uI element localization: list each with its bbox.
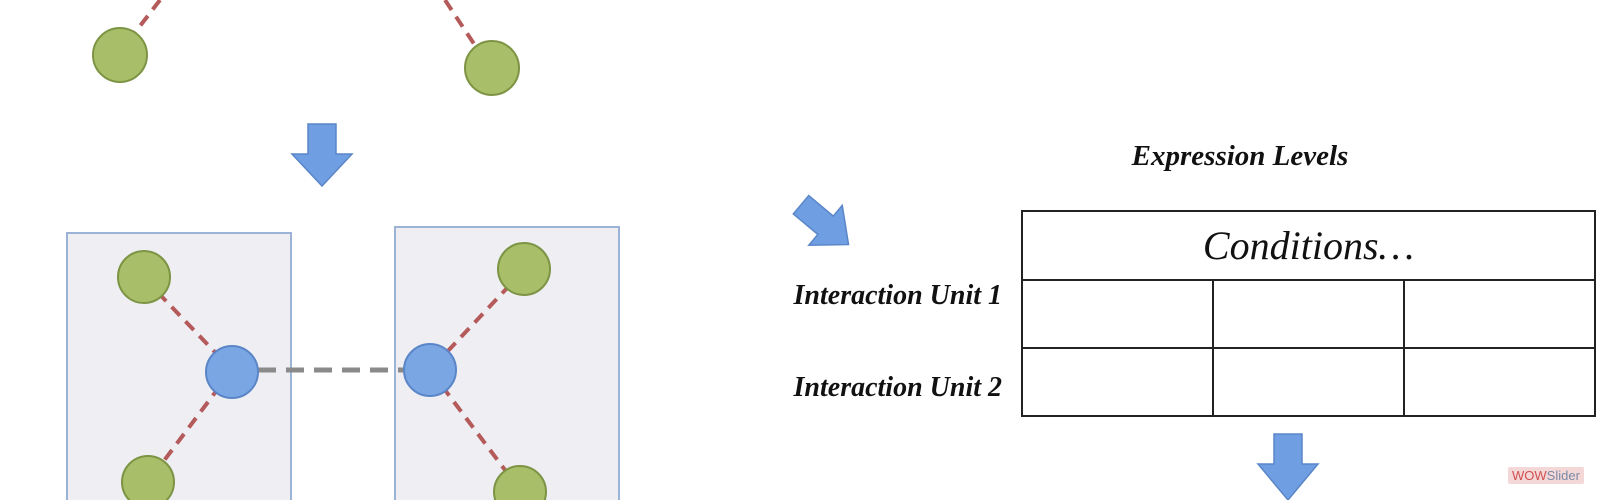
- down-arrow-icon: [290, 123, 354, 188]
- node-right-upper: [497, 242, 551, 296]
- table-cell: [1021, 347, 1214, 417]
- down-arrow-icon-right: [1256, 433, 1320, 500]
- watermark-part-2: Slider: [1546, 468, 1580, 483]
- table-cell: [1211, 279, 1405, 349]
- table-row: [1021, 347, 1597, 417]
- table-cell: [1021, 279, 1214, 349]
- watermark-part-1: WOW: [1512, 468, 1547, 483]
- row-label-interaction-unit-1: Interaction Unit 1: [793, 280, 1002, 311]
- wowslider-watermark: WOWSlider: [1508, 467, 1584, 484]
- table-row: [1021, 279, 1597, 349]
- node-top-left: [92, 27, 148, 83]
- conditions-header: Conditions…: [1021, 210, 1596, 281]
- row-label-interaction-unit-2: Interaction Unit 2: [793, 372, 1002, 403]
- edge-top-left: [118, 0, 162, 54]
- node-left-lower: [121, 455, 175, 500]
- node-left-hub: [205, 345, 259, 399]
- table-cell: [1211, 347, 1405, 417]
- table-cell: [1402, 279, 1597, 349]
- node-left-upper: [117, 250, 171, 304]
- node-right-lower: [493, 465, 547, 500]
- expression-levels-title: Expression Levels: [1131, 140, 1349, 172]
- table-cell: [1402, 347, 1597, 417]
- expression-table: Conditions…: [1021, 210, 1597, 417]
- node-right-hub: [403, 343, 457, 397]
- diagonal-arrow-icon: [792, 194, 850, 246]
- table-header-row: Conditions…: [1021, 210, 1596, 281]
- node-top-right: [464, 40, 520, 96]
